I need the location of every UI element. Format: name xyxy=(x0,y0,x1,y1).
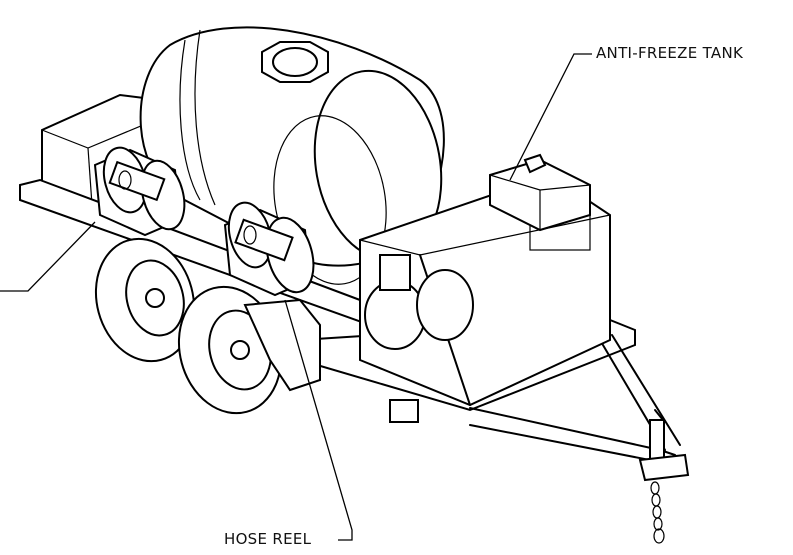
hose-reel-2 xyxy=(223,201,315,297)
label-anti-freeze-tank: ANTI-FREEZE TANK xyxy=(596,44,744,62)
anti-freeze-tank xyxy=(489,153,591,232)
coupler-block xyxy=(389,399,419,423)
leader-hose-reel xyxy=(284,299,353,541)
fender xyxy=(243,298,321,392)
label-hose-reel: HOSE REEL xyxy=(224,530,312,548)
wheel-rear xyxy=(94,237,196,363)
washer-unit xyxy=(359,173,611,407)
hose-reel-1 xyxy=(93,146,186,237)
water-tank xyxy=(139,26,445,285)
tongue-jack xyxy=(638,409,690,482)
leader-anti-freeze xyxy=(509,53,592,181)
safety-chain xyxy=(650,481,665,544)
leader-left-callout xyxy=(0,221,96,292)
